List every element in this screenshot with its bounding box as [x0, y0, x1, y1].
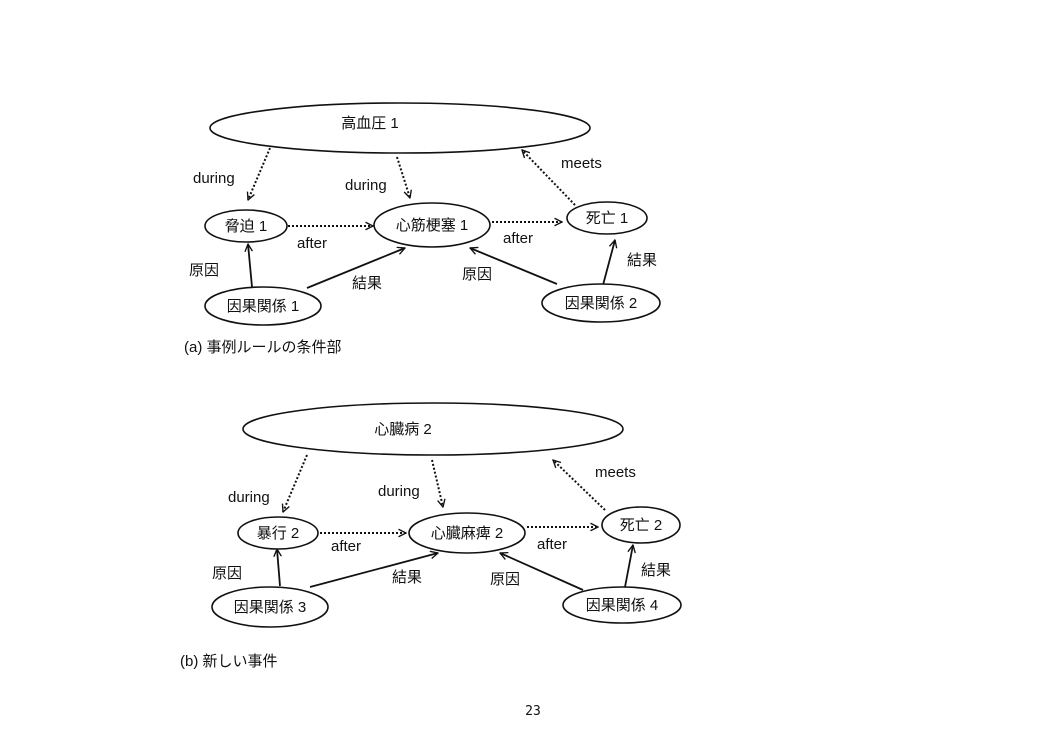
edge-label: meets	[595, 464, 636, 481]
edge-a-during-2	[396, 156, 410, 198]
edge-label: 原因	[189, 262, 219, 279]
node-a-causal-2	[541, 283, 661, 323]
node-label: 因果関係 3	[234, 599, 307, 616]
edge-a-cause-2	[470, 248, 558, 285]
edge-label: 結果	[392, 569, 422, 586]
edge-b-effect-2	[624, 545, 633, 588]
node-b-death	[601, 506, 681, 544]
diagram-a: 高血圧 1 脅迫 1 心筋梗塞 1 死亡 1 因果関係 1 因果関係 2 dur…	[184, 102, 661, 356]
node-label: 暴行 2	[257, 525, 300, 542]
edge-label: during	[193, 170, 235, 187]
node-label: 心臓麻痺 2	[431, 525, 504, 542]
edge-a-effect-2	[602, 240, 615, 286]
edge-label: during	[228, 489, 270, 506]
node-b-causal-3	[211, 586, 329, 628]
caption-b: (b) 新しい事件	[180, 653, 278, 670]
edge-b-during-1	[283, 454, 308, 512]
edge-b-meets	[553, 460, 606, 511]
edge-label: after	[331, 538, 361, 555]
node-b-causal-4	[562, 586, 682, 624]
node-label: 因果関係 2	[565, 295, 638, 312]
edge-b-effect-1	[309, 553, 438, 588]
edge-b-cause-1	[277, 549, 280, 587]
edge-label: 結果	[641, 562, 671, 579]
edge-label: 結果	[352, 275, 382, 292]
edge-label: meets	[561, 155, 602, 172]
node-b-heart-disease	[242, 402, 624, 456]
node-a-threat	[204, 209, 288, 243]
edge-label: after	[537, 536, 567, 553]
edge-a-meets	[522, 150, 576, 206]
page-number: 23	[525, 704, 541, 719]
node-label: 死亡 2	[620, 517, 663, 534]
edge-label: 原因	[212, 565, 242, 582]
node-label: 高血圧 1	[341, 115, 399, 132]
node-a-hypertension	[209, 102, 591, 154]
node-a-infarction	[373, 202, 491, 248]
node-a-causal-1	[204, 286, 322, 326]
edge-a-cause-1	[248, 244, 252, 288]
node-label: 心筋梗塞 1	[396, 216, 469, 234]
edge-label: after	[503, 230, 533, 247]
node-label: 因果関係 1	[227, 298, 300, 315]
node-label: 死亡 1	[586, 210, 629, 227]
node-label: 因果関係 4	[586, 597, 659, 614]
caption-a: (a) 事例ルールの条件部	[184, 339, 342, 356]
edge-label: 結果	[627, 252, 657, 269]
node-b-heart-attack	[408, 512, 526, 554]
node-b-violence	[237, 516, 319, 550]
edge-label: during	[378, 483, 420, 500]
edge-a-effect-1	[306, 248, 405, 289]
edge-label: 原因	[490, 571, 520, 588]
node-label: 脅迫 1	[225, 218, 268, 235]
edge-a-during-1	[248, 147, 271, 200]
edge-b-cause-2	[500, 553, 584, 591]
diagram-b: 心臓病 2 暴行 2 心臓麻痺 2 死亡 2 因果関係 3 因果関係 4 dur…	[180, 402, 682, 670]
edge-b-during-2	[431, 459, 443, 507]
node-a-death	[566, 201, 648, 235]
node-label: 心臓病 2	[374, 421, 432, 438]
edge-label: 原因	[462, 266, 492, 283]
edge-label: after	[297, 235, 327, 252]
edge-label: during	[345, 177, 387, 194]
